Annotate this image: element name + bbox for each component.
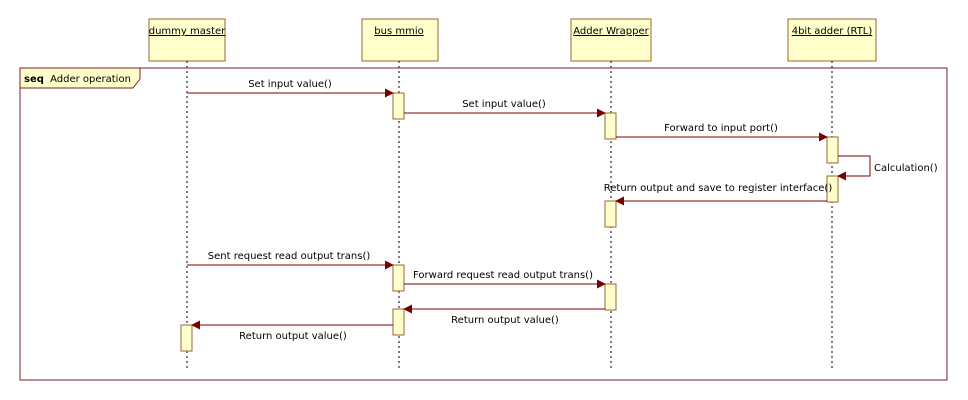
message-9-label: Return output value() xyxy=(239,331,347,342)
svg-text:seq Adder operation: seq Adder operation xyxy=(24,74,131,85)
fragment-operator: seq xyxy=(24,74,44,85)
lifeline-master[interactable]: dummy master xyxy=(148,18,226,62)
message-3-label: Forward to input port() xyxy=(664,123,778,134)
message-5[interactable]: Return output and save to register inter… xyxy=(604,183,833,206)
lifeline-master-label: dummy master xyxy=(149,26,226,37)
activation-bar-bus-3 xyxy=(392,308,405,336)
activation-bar-wrapper-2 xyxy=(604,200,617,228)
lifeline-bus-label: bus mmio xyxy=(374,26,423,37)
activation-bar-bus-2 xyxy=(392,264,405,292)
lifeline-bus[interactable]: bus mmio xyxy=(361,18,439,62)
message-6[interactable]: Sent request read output trans() xyxy=(187,251,394,270)
message-2-label: Set input value() xyxy=(462,99,546,110)
activation-bar-adder-1 xyxy=(826,136,839,164)
message-7-label: Forward request read output trans() xyxy=(413,270,593,281)
lifeline-wrapper-label: Adder Wrapper xyxy=(573,26,649,37)
activation-bar-master-1 xyxy=(180,324,193,352)
message-8-label: Return output value() xyxy=(451,315,559,326)
lifeline-adder-label: 4bit adder (RTL) xyxy=(792,26,873,37)
message-2[interactable]: Set input value() xyxy=(404,99,606,118)
message-1-label: Set input value() xyxy=(248,79,332,90)
message-4-self[interactable]: Calculation() xyxy=(837,155,938,181)
fragment-frame[interactable]: seq Adder operation xyxy=(19,67,948,381)
activation-bar-wrapper-1 xyxy=(604,112,617,140)
activation-bar-wrapper-3 xyxy=(604,283,617,311)
activation-bar-bus-1 xyxy=(392,92,405,120)
message-9[interactable]: Return output value() xyxy=(191,320,393,342)
message-5-label: Return output and save to register inter… xyxy=(604,183,833,194)
lifeline-adder[interactable]: 4bit adder (RTL) xyxy=(787,18,877,62)
message-1[interactable]: Set input value() xyxy=(187,79,394,98)
message-6-label: Sent request read output trans() xyxy=(208,251,371,262)
message-7[interactable]: Forward request read output trans() xyxy=(404,270,606,289)
message-8[interactable]: Return output value() xyxy=(403,304,605,326)
fragment-label: Adder operation xyxy=(50,74,131,85)
message-3[interactable]: Forward to input port() xyxy=(616,123,828,142)
activation-bar-adder-2 xyxy=(826,175,839,203)
lifeline-wrapper[interactable]: Adder Wrapper xyxy=(570,18,652,62)
message-4-label: Calculation() xyxy=(874,163,938,174)
fragment-label-tab xyxy=(19,67,141,89)
